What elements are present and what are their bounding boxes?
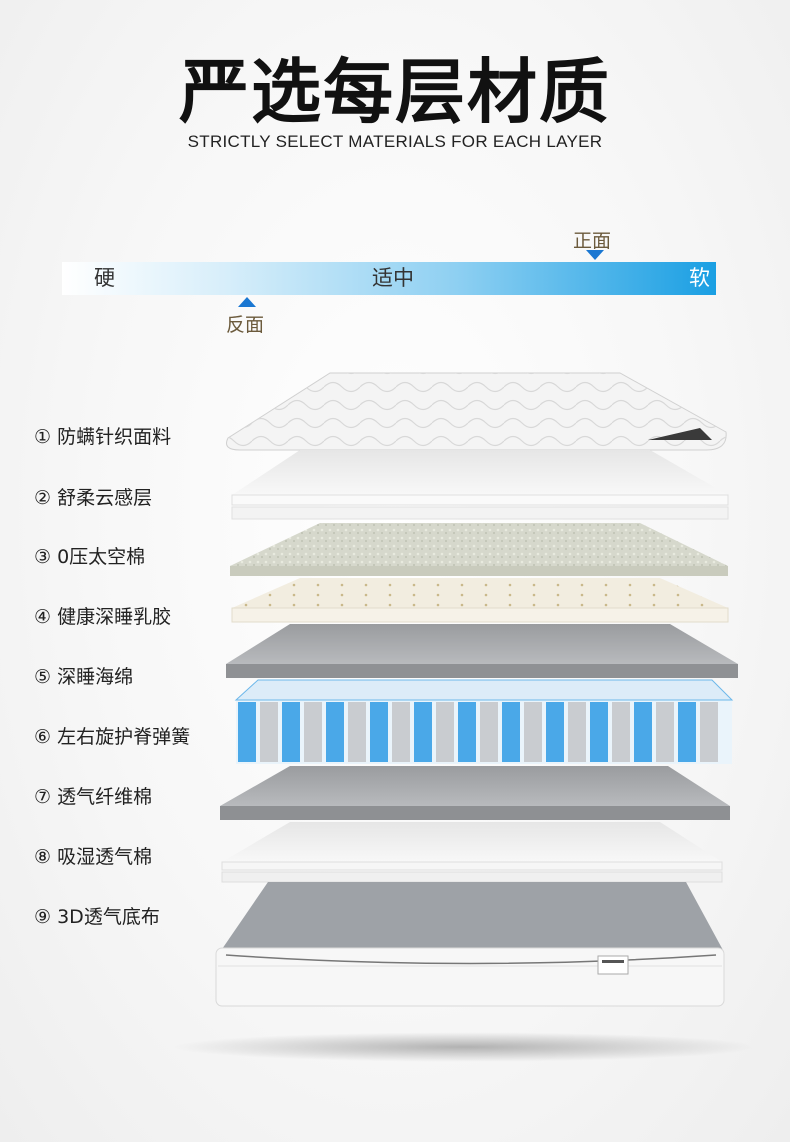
mattress-shadow (170, 1032, 760, 1062)
layer-label-2: ② 舒柔云感层 (34, 487, 153, 509)
layer-label-7: ⑦ 透气纤维棉 (34, 786, 153, 808)
layer-label-5: ⑤ 深睡海绵 (34, 666, 134, 688)
back-side-marker-icon (238, 297, 256, 307)
layer-2-cloud (231, 450, 729, 520)
firmness-scale-bar: 硬 适中 软 (62, 262, 716, 295)
back-side-label: 反面 (226, 314, 265, 336)
layer-7-fiber (220, 766, 730, 820)
layer-label-4: ④ 健康深睡乳胶 (34, 606, 172, 628)
layer-6-springs (234, 679, 734, 764)
layer-label-1: ① 防螨针织面料 (34, 426, 172, 448)
page-title: 严选每层材质 (179, 51, 611, 133)
front-side-label: 正面 (573, 230, 612, 252)
layer-label-9: ⑨ 3D透气底布 (34, 906, 160, 928)
layer-label-3: ③ 0压太空棉 (34, 546, 146, 568)
layer-1-fabric (226, 372, 727, 451)
layer-8-moisture (221, 822, 723, 883)
layer-5-sponge (226, 624, 738, 678)
layer-label-6: ⑥ 左右旋护脊弹簧 (34, 726, 191, 748)
layer-9-base (215, 882, 725, 1007)
layer-3-foam (230, 523, 728, 576)
page-subtitle: STRICTLY SELECT MATERIALS FOR EACH LAYER (187, 132, 603, 151)
firmness-soft-label: 软 (689, 266, 710, 290)
front-side-marker-icon (586, 250, 604, 260)
firmness-medium-label: 适中 (372, 266, 414, 290)
firmness-hard-label: 硬 (94, 266, 115, 290)
layer-label-8: ⑧ 吸湿透气棉 (34, 846, 153, 868)
layer-4-latex (231, 578, 729, 623)
